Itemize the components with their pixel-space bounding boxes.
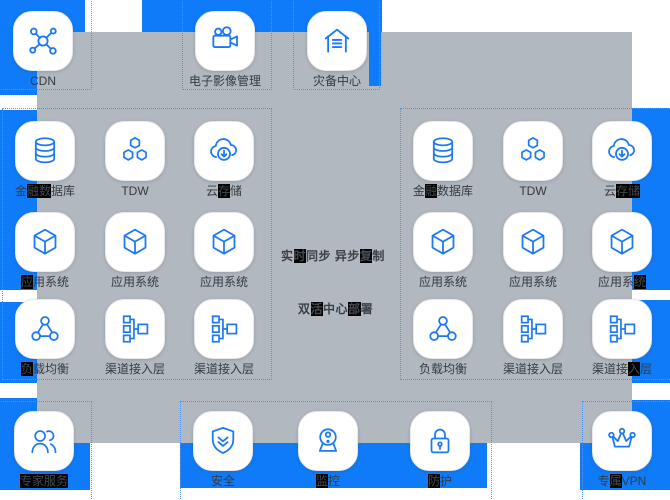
cube-icon — [605, 225, 639, 259]
group-border-security-services — [180, 401, 492, 500]
hexagon-cluster-icon — [516, 134, 550, 168]
blue-cell — [369, 0, 381, 86]
cloud-download-icon — [605, 134, 639, 168]
crown-icon — [605, 424, 639, 458]
sync-annotation: 实时同步 异步复制 — [281, 249, 385, 263]
webcam-icon — [311, 424, 345, 458]
group-border-cdn — [0, 0, 92, 90]
finance-db-node-left: 金融数据库 — [0, 121, 90, 198]
load-balancer-icon — [28, 312, 62, 346]
app-system-node-right-2: 应用系统 — [488, 212, 578, 289]
app-system-node-left-2: 应用系统 — [90, 212, 180, 289]
node-label: 安全 — [210, 474, 235, 488]
cube-icon — [28, 225, 62, 259]
database-icon — [28, 134, 62, 168]
group-border-imaging — [182, 0, 272, 90]
warehouse-icon — [320, 24, 354, 58]
network-hub-icon — [26, 24, 60, 58]
hexagon-cluster-icon — [118, 134, 152, 168]
node-label: 应用系统 — [597, 275, 647, 289]
node-label: 监控 — [315, 474, 341, 488]
node-label: 渠道接入层 — [502, 362, 563, 376]
deploy-annotation: 双活中心部署 — [298, 302, 374, 316]
node-label: 防护 — [427, 474, 453, 488]
finance-db-node-right: 金融数据库 — [398, 121, 488, 198]
channel-access-node-left-2: 渠道接入层 — [179, 299, 269, 376]
protection-node: 防护 — [395, 411, 485, 488]
node-label: 负载均衡 — [20, 362, 70, 376]
access-tree-icon — [516, 312, 550, 346]
cloud-download-icon — [207, 134, 241, 168]
shield-icon — [206, 424, 240, 458]
channel-access-node-right-1: 渠道接入层 — [488, 299, 578, 376]
node-label: 渠道接入层 — [104, 362, 165, 376]
access-tree-icon — [605, 312, 639, 346]
group-border-dr-center — [293, 0, 380, 90]
node-label: 金融数据库 — [412, 184, 474, 198]
app-system-node-left-1: 应用系统 — [0, 212, 90, 289]
cdn-node: CDN — [0, 11, 88, 88]
node-label: 云存储 — [205, 184, 243, 198]
node-label: TDW — [519, 184, 547, 198]
node-label: 应用系统 — [20, 275, 70, 289]
node-label: 应用系统 — [418, 275, 467, 289]
channel-access-node-right-2: 渠道接入层 — [577, 299, 667, 376]
database-icon — [426, 134, 460, 168]
users-icon — [27, 424, 61, 458]
node-label: 专属VPN — [597, 474, 647, 488]
node-label: 电子影像管理 — [188, 74, 261, 88]
access-tree-icon — [207, 312, 241, 346]
dr-center-node: 灾备中心 — [292, 11, 382, 88]
cloud-storage-node-left: 云存储 — [179, 121, 269, 198]
node-label: 渠道接入层 — [193, 362, 254, 376]
channel-access-node-left-1: 渠道接入层 — [90, 299, 180, 376]
node-label: 渠道接入层 — [591, 362, 653, 376]
vpn-node: 专属VPN — [577, 411, 667, 488]
e-imaging-node: 电子影像管理 — [180, 11, 270, 88]
load-balancer-node-left: 负载均衡 — [0, 299, 90, 376]
node-label: 应用系统 — [199, 275, 248, 289]
tdw-node-right: TDW — [488, 121, 578, 198]
node-label: TDW — [121, 184, 149, 198]
node-label: 灾备中心 — [312, 74, 361, 88]
lock-icon — [423, 424, 457, 458]
group-border-expert-service — [0, 401, 92, 500]
node-label: 专家服务 — [19, 474, 69, 488]
monitor-node: 监控 — [283, 411, 373, 488]
expert-service-node: 专家服务 — [0, 411, 89, 488]
load-balancer-node-right: 负载均衡 — [398, 299, 488, 376]
cube-icon — [118, 225, 152, 259]
video-camera-icon — [208, 24, 242, 58]
cube-icon — [516, 225, 550, 259]
cube-icon — [426, 225, 460, 259]
group-border-datacenter-left — [2, 108, 272, 380]
node-label: 负载均衡 — [418, 362, 467, 376]
node-label: 应用系统 — [110, 275, 159, 289]
cloud-storage-node-right: 云存储 — [577, 121, 667, 198]
node-label: 应用系统 — [508, 275, 557, 289]
app-system-node-right-3: 应用系统 — [577, 212, 667, 289]
node-label: 金融数据库 — [14, 184, 76, 198]
tdw-node-left: TDW — [90, 121, 180, 198]
access-tree-icon — [118, 312, 152, 346]
load-balancer-icon — [426, 312, 460, 346]
cube-icon — [207, 225, 241, 259]
node-label: 云存储 — [603, 184, 641, 198]
group-border-datacenter-right — [400, 108, 670, 380]
security-node: 安全 — [178, 411, 268, 488]
app-system-node-left-3: 应用系统 — [179, 212, 269, 289]
group-border-vpn — [582, 401, 670, 500]
node-label: CDN — [30, 74, 56, 88]
app-system-node-right-1: 应用系统 — [398, 212, 488, 289]
